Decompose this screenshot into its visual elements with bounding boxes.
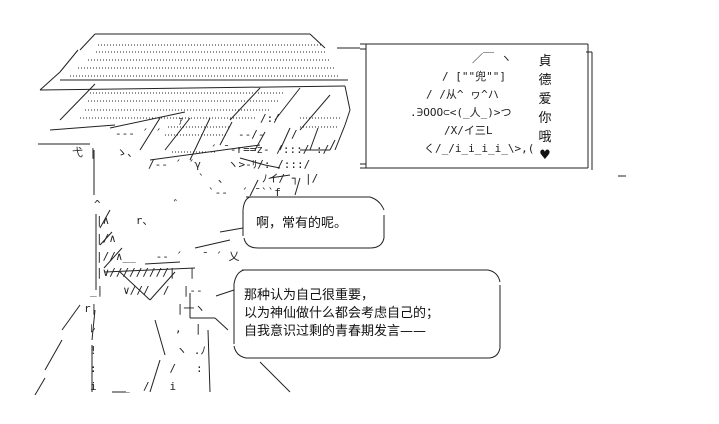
hair-hatching: [70, 44, 340, 153]
figure-strokes: [34, 33, 351, 396]
hair-glyphs: --/- /: [238, 128, 298, 141]
hair-glyphs: `-‐ ´ ¯``f: [208, 186, 281, 199]
hair-glyphs: |∨/////////| |: [96, 266, 196, 279]
bubble-1-text: 啊，常有的呢。: [256, 216, 348, 231]
hair-glyphs: ´ ¯‐r==z- /:::/ :/: [210, 143, 330, 156]
hair-glyphs: i __ / i: [90, 380, 177, 393]
signboard-char: 爱: [538, 92, 552, 107]
signboard-char: 哦: [538, 130, 552, 145]
bubble-2-line: 以为神仙做什么都会考虑自己的；: [244, 306, 440, 321]
hair-glyphs: ` 、 ﾉイ/ ┐ |/: [198, 172, 319, 185]
bubble-2-line: 自我意识过剩的青春期发言——: [244, 324, 427, 339]
hair-glyphs: /-- ´ ´γ ヽ>-ﾘ/: /:::/: [148, 158, 311, 171]
hair-glyphs: : / :: [90, 362, 203, 375]
hair-glyphs: _| ∨/// / |--: [90, 284, 203, 297]
hair-glyphs: |/∧: [96, 232, 116, 245]
bubble-1-outline: [219, 196, 385, 249]
hair-glyphs: ﾚ , |: [90, 322, 202, 335]
hair-glyphs: |//∧__ -‐ ´ ¯ ´ 乂: [96, 250, 240, 263]
hair-glyphs: ! ヽ .ﾉ: [90, 344, 206, 357]
signboard-heart: ♥: [539, 148, 551, 163]
hair-glyphs: ^ ゛: [94, 198, 185, 211]
bubble-2-outline: [215, 269, 501, 359]
signboard-face-line: く/_/i_i_i_i_\>,(: [424, 142, 535, 155]
signboard-face-line: ／￣ ヽ: [472, 52, 512, 65]
hair-glyphs: |∧ r、: [96, 214, 154, 227]
signboard-frame: [337, 43, 593, 170]
signboard-char: 貞: [538, 54, 552, 69]
hair-glyphs: ｧ: [178, 114, 184, 127]
signboard-face-line: / [""兜""]: [442, 70, 506, 83]
hair-glyphs: 弋 | ゝ、: [72, 146, 139, 159]
hair-glyphs: r| |一ヽ: [84, 302, 206, 315]
signboard-char: 你: [538, 111, 552, 126]
signboard-face-line: / /从^ ヮ^ハ: [426, 88, 499, 101]
signboard-face-line: /X/イ三L: [444, 124, 493, 137]
hair-glyphs: /:/: [260, 112, 280, 125]
hair-glyphs: --‐ ´ ´: [115, 127, 162, 140]
signboard-face-line: .∋OOO⊂<(_人_)>つ: [410, 106, 512, 119]
bubble-2-line: 那种认为自己很重要，: [244, 288, 375, 303]
signboard-char: 德: [538, 73, 552, 88]
